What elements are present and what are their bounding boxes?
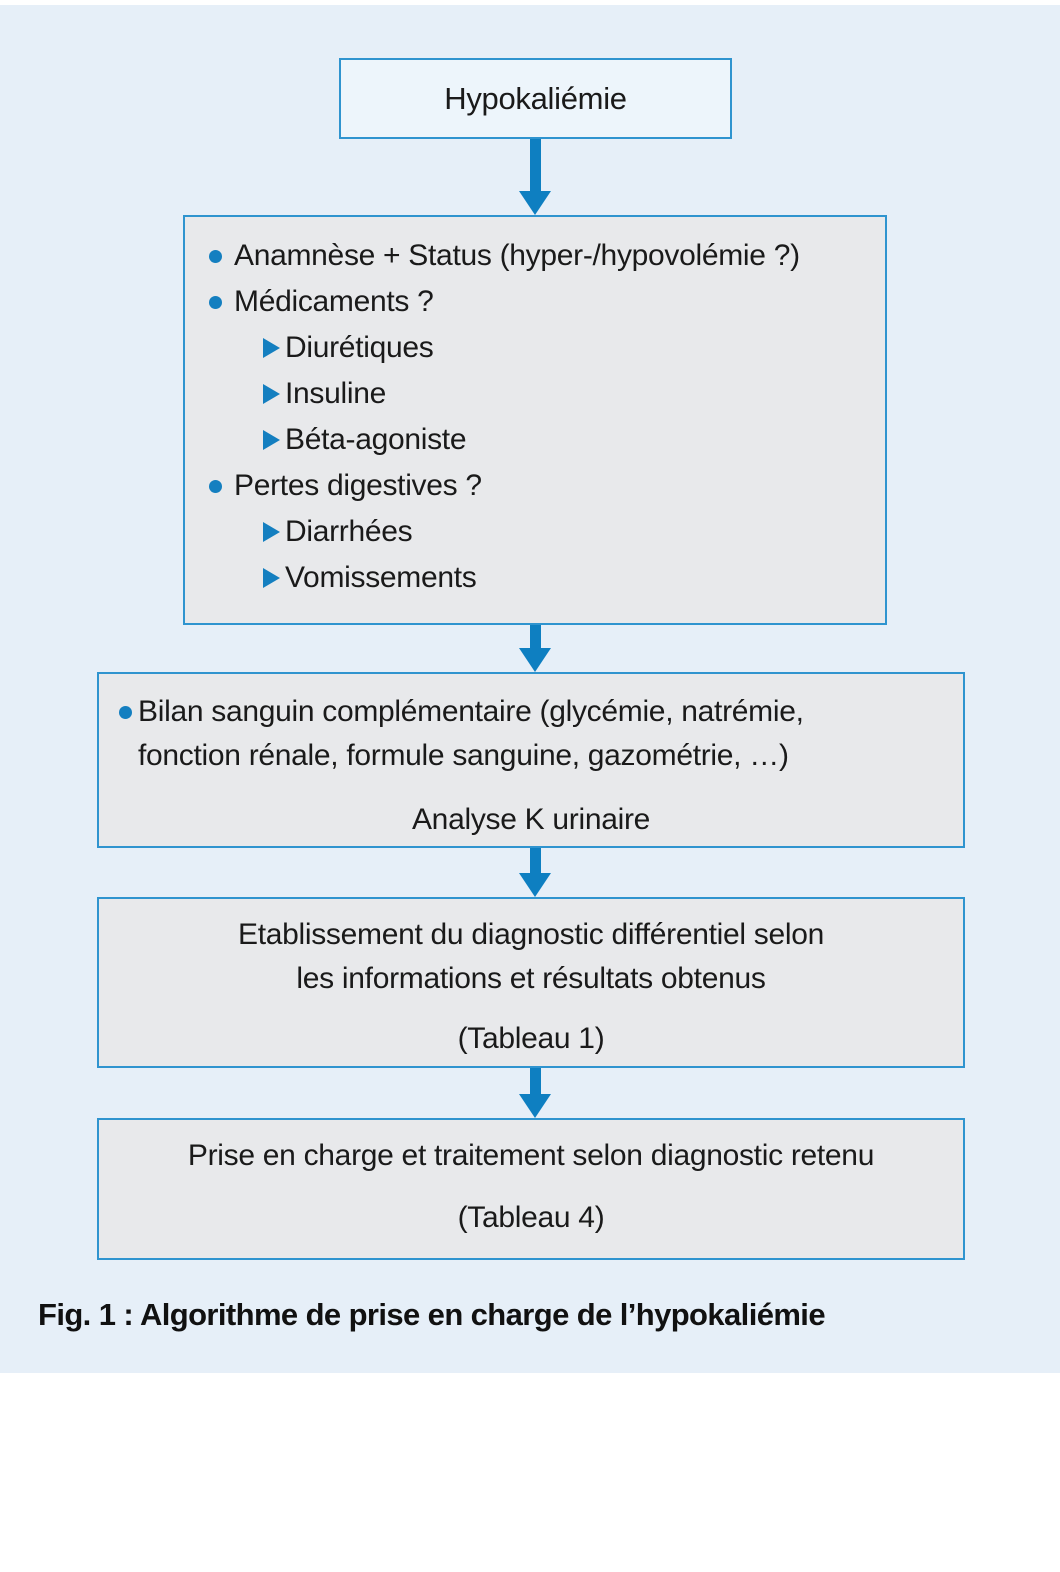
start-box: Hypokaliémie (339, 58, 732, 139)
arrow-shaft (529, 1068, 541, 1094)
flow-arrow-3 (519, 848, 551, 897)
list-item: Médicaments ? (185, 279, 885, 325)
dot-bullet-icon (119, 705, 132, 719)
figure-panel: Hypokaliémie Anamnèse + Status (hyper-/h… (0, 5, 1060, 1373)
list-item-label: Vomissements (285, 561, 477, 594)
arrow-head-icon (519, 1094, 551, 1118)
list-item-label: Insuline (285, 377, 387, 410)
arrow-head-icon (519, 191, 551, 215)
list-item: Diurétiques (185, 325, 885, 371)
triangle-bullet-icon (263, 522, 280, 542)
list-item-label: Médicaments ? (234, 285, 434, 318)
arrow-shaft (529, 139, 541, 191)
list-item: Béta-agoniste (185, 417, 885, 463)
arrow-shaft (529, 625, 541, 648)
diagnosis-line2-label: les informations et résultats obtenus (296, 962, 766, 995)
flow-arrow-4 (519, 1068, 551, 1118)
list-item-label: Anamnèse + Status (hyper-/hypovolémie ?) (234, 239, 800, 272)
dot-bullet-icon (209, 249, 222, 263)
list-item: Vomissements (185, 555, 885, 601)
diagnosis-box: Etablissement du diagnostic différentiel… (97, 897, 965, 1068)
arrow-head-icon (519, 648, 551, 672)
list-item-label: Béta-agoniste (285, 423, 467, 456)
labs-line1-label: Bilan sanguin complémentaire (glycémie, … (138, 695, 804, 728)
diagnosis-line1-label: Etablissement du diagnostic différentiel… (237, 918, 824, 951)
triangle-bullet-icon (263, 430, 280, 450)
treatment-line1-label: Prise en charge et traitement selon diag… (187, 1139, 875, 1172)
triangle-bullet-icon (263, 338, 280, 358)
list-item: Pertes digestives ? (185, 463, 885, 509)
list-item: Insuline (185, 371, 885, 417)
arrow-head-icon (519, 873, 551, 897)
list-item: Bilan sanguin complémentaire (glycémie, … (99, 690, 963, 734)
labs-line2-label: fonction rénale, formule sanguine, gazom… (138, 739, 789, 772)
labs-box: Bilan sanguin complémentaire (glycémie, … (97, 672, 965, 848)
dot-bullet-icon (209, 295, 222, 309)
list-item: Anamnèse + Status (hyper-/hypovolémie ?) (185, 233, 885, 279)
labs-footer-label: Analyse K urinaire (411, 803, 651, 836)
figure-caption: Fig. 1 : Algorithme de prise en charge d… (38, 1297, 826, 1332)
list-item: Diarrhées (185, 509, 885, 555)
arrow-shaft (529, 848, 541, 873)
triangle-bullet-icon (263, 568, 280, 588)
list-item-label: Pertes digestives ? (234, 469, 482, 502)
triangle-bullet-icon (263, 384, 280, 404)
diagnosis-reference-label: (Tableau 1) (457, 1022, 605, 1055)
flow-arrow-1 (519, 139, 551, 215)
list-item-label: Diarrhées (285, 515, 413, 548)
treatment-reference-label: (Tableau 4) (457, 1201, 605, 1234)
start-box-label: Hypokaliémie (444, 80, 627, 116)
dot-bullet-icon (209, 479, 222, 493)
treatment-box: Prise en charge et traitement selon diag… (97, 1118, 965, 1260)
assessment-box: Anamnèse + Status (hyper-/hypovolémie ?)… (183, 215, 887, 625)
list-item-label: Diurétiques (285, 331, 434, 364)
flow-arrow-2 (519, 625, 551, 672)
